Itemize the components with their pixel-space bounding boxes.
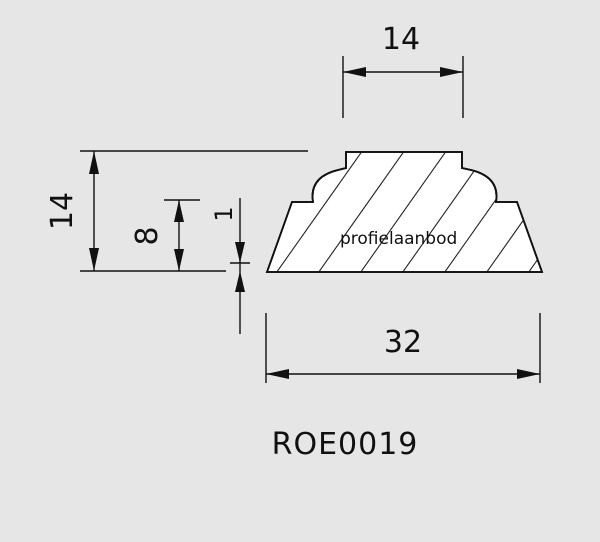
offset-label: 1	[210, 206, 238, 221]
total-height-dimension: 14	[45, 150, 308, 272]
bottom-width-dimension: 32	[265, 313, 541, 383]
watermark-text: profielaanbod	[340, 229, 457, 249]
inner-height-label: 8	[130, 226, 165, 245]
top-width-label: 14	[382, 22, 420, 57]
top-width-dimension: 14	[342, 22, 464, 118]
offset-dimension: 1	[210, 198, 250, 334]
product-code: ROE0019	[272, 427, 419, 462]
bottom-width-label: 32	[384, 325, 422, 360]
profile-shape	[265, 151, 544, 273]
inner-height-dimension: 8	[130, 199, 200, 271]
total-height-label: 14	[45, 192, 80, 230]
